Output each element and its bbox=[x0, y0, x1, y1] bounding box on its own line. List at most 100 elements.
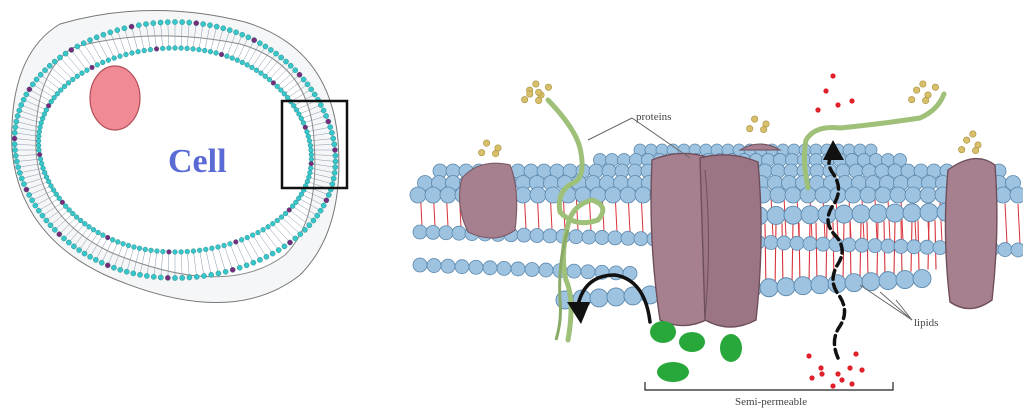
lipid-head bbox=[634, 232, 648, 246]
semi-permeable-bracket bbox=[645, 382, 893, 390]
cell-lipid-head bbox=[307, 223, 312, 228]
cell-lipid-head bbox=[283, 59, 288, 64]
lipid-head bbox=[426, 225, 440, 239]
cell-lipid-head bbox=[82, 251, 87, 256]
cell-lipid-head bbox=[110, 237, 115, 242]
small-molecule bbox=[849, 381, 854, 386]
lipid-head bbox=[452, 226, 466, 240]
cell-lipid-head bbox=[309, 148, 314, 153]
cell-lipid-head bbox=[21, 181, 26, 186]
lipid-head bbox=[860, 187, 876, 203]
cell-lipid-head bbox=[191, 249, 196, 254]
cell-lipid-head bbox=[172, 19, 177, 24]
cell-lipid-head bbox=[69, 47, 74, 52]
cell-lipid-head bbox=[165, 20, 170, 25]
cell-lipid-head bbox=[321, 203, 326, 208]
cell-lipid-head bbox=[62, 84, 67, 89]
cell-lipid-head bbox=[309, 87, 314, 92]
cell-lipid-head bbox=[160, 46, 165, 51]
cell-lipid-head bbox=[94, 35, 99, 40]
cell-lipid-head bbox=[19, 102, 24, 107]
cell-lipid-head bbox=[100, 60, 105, 65]
lipid-head bbox=[770, 187, 786, 203]
cell-lipid-head bbox=[332, 170, 337, 175]
sugar-bead bbox=[760, 126, 766, 132]
cell-lipid-head bbox=[303, 125, 308, 130]
cell-lipid-head bbox=[143, 21, 148, 26]
cell-lipid-head bbox=[279, 55, 284, 60]
cell-lipid-head bbox=[40, 213, 45, 218]
small-molecule bbox=[818, 365, 823, 370]
cell-lipid-head bbox=[324, 198, 329, 203]
cell-lipid-head bbox=[17, 170, 22, 175]
cell-lipid-head bbox=[54, 192, 59, 197]
sugar-bead bbox=[533, 81, 539, 87]
lipid-head bbox=[441, 259, 455, 273]
lipid-head bbox=[569, 230, 583, 244]
lipid-head bbox=[777, 236, 791, 250]
cell-lipid-head bbox=[52, 227, 57, 232]
large-molecule bbox=[679, 332, 705, 352]
cell-lipid-head bbox=[17, 108, 22, 113]
lipids-leader-2 bbox=[880, 292, 912, 320]
lipid-head bbox=[469, 260, 483, 274]
cell-lipid-head bbox=[208, 49, 213, 54]
cell-lipid-head bbox=[270, 251, 275, 256]
cell-lipid-head bbox=[244, 263, 249, 268]
cell-lipid-head bbox=[93, 257, 98, 262]
cell-lipid-head bbox=[154, 47, 159, 52]
cell-lipid-head bbox=[179, 46, 184, 51]
cell-lipid-head bbox=[228, 241, 233, 246]
sugar-bead bbox=[545, 84, 551, 90]
lipid-head bbox=[607, 288, 625, 306]
cell-lipid-head bbox=[101, 32, 106, 37]
cell-lipid-head bbox=[201, 21, 206, 26]
small-molecule bbox=[830, 383, 835, 388]
small-molecule bbox=[839, 377, 844, 382]
lipid-head bbox=[413, 258, 427, 272]
cell-lipid-head bbox=[132, 245, 137, 250]
cell-lipid-head bbox=[332, 142, 337, 147]
cell-lipid-head bbox=[207, 23, 212, 28]
lipid-head bbox=[427, 259, 441, 273]
cell-lipid-head bbox=[61, 236, 66, 241]
lipid-head bbox=[620, 187, 636, 203]
cell-lipid-head bbox=[331, 176, 336, 181]
cell-lipid-head bbox=[291, 103, 296, 108]
cell-lipid-head bbox=[144, 273, 149, 278]
cell-lipid-head bbox=[191, 47, 196, 52]
cell-lipid-head bbox=[257, 257, 262, 262]
cell-lipid-head bbox=[52, 59, 57, 64]
cell-lipid-head bbox=[16, 165, 21, 170]
cell-lipid-head bbox=[305, 179, 310, 184]
cell-lipid-head bbox=[312, 92, 317, 97]
lipid-head bbox=[852, 205, 870, 223]
cell-lipid-head bbox=[296, 196, 301, 201]
cell-lipid-head bbox=[136, 23, 141, 28]
cell-nucleus bbox=[90, 66, 140, 130]
lipids-leader-3 bbox=[896, 300, 912, 320]
cell-lipid-head bbox=[219, 52, 224, 57]
cell-lipid-head bbox=[308, 143, 313, 148]
cell-lipid-head bbox=[309, 161, 314, 166]
lipid-head bbox=[868, 239, 882, 253]
cell-lipid-head bbox=[203, 247, 208, 252]
cell-lipid-head bbox=[288, 63, 293, 68]
cell-lipid-head bbox=[87, 254, 92, 259]
cell-lipid-head bbox=[126, 243, 131, 248]
membrane-illustration: proteins lipids Semi-permeable bbox=[410, 73, 1023, 408]
cell-lipid-head bbox=[24, 187, 29, 192]
lipid-head bbox=[410, 187, 426, 203]
cell-lipid-head bbox=[254, 68, 259, 73]
cell-lipid-head bbox=[194, 21, 199, 26]
cell-lipid-head bbox=[256, 230, 261, 235]
sugar-bead bbox=[932, 84, 938, 90]
lipid-head bbox=[621, 231, 635, 245]
cell-lipid-head bbox=[39, 161, 44, 166]
lipid-head bbox=[581, 265, 595, 279]
cell-illustration: Cell bbox=[12, 10, 347, 302]
cell-lipid-head bbox=[298, 232, 303, 237]
cell-lipid-head bbox=[34, 77, 39, 82]
lipid-head bbox=[567, 264, 581, 278]
cell-lipid-head bbox=[46, 179, 51, 184]
